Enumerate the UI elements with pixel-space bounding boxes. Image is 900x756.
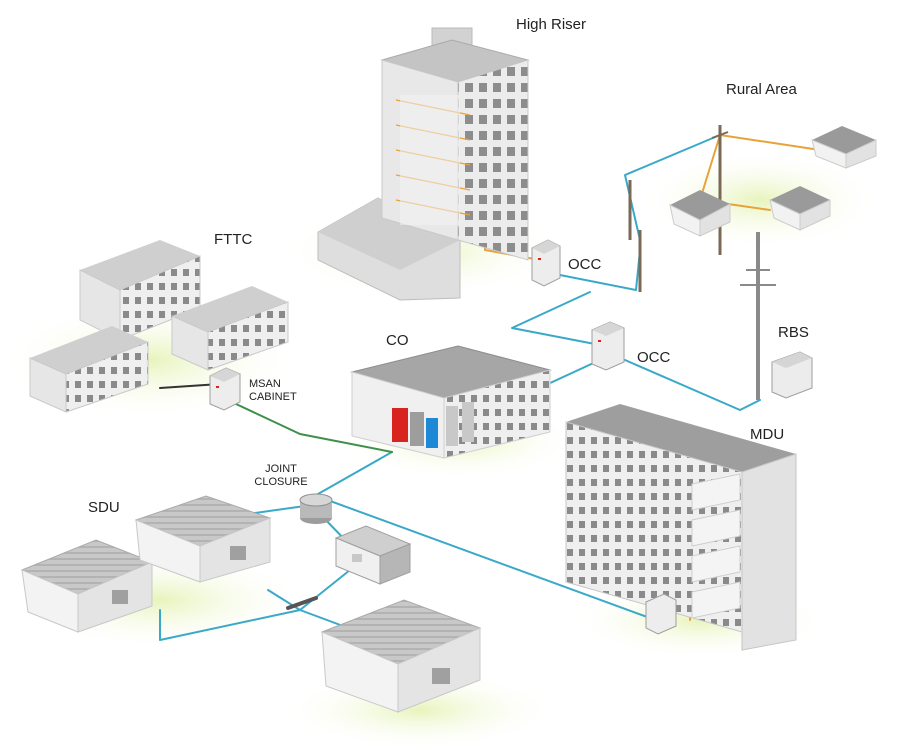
fttc-building-left xyxy=(29,326,149,413)
occ-top-cabinet xyxy=(531,239,561,287)
occ-mid-cabinet xyxy=(591,321,625,371)
fttc-building-back xyxy=(79,240,201,341)
inline-splice xyxy=(286,596,318,610)
label-fttc: FTTC xyxy=(214,231,253,248)
fttc-building-right xyxy=(171,286,289,371)
mdu-cabinet xyxy=(645,593,677,635)
co-blue-rack xyxy=(426,418,438,448)
sdu-houses xyxy=(20,495,482,713)
fiber-occ-mid-to-rbs xyxy=(624,359,761,411)
label-rbs: RBS xyxy=(778,324,809,341)
label-msan-cabinet: MSAN CABINET xyxy=(249,378,297,404)
label-mdu: MDU xyxy=(750,426,785,443)
label-msan-line1: MSAN xyxy=(249,378,281,390)
joint-closure xyxy=(299,493,333,524)
msan-cabinet xyxy=(209,367,241,411)
co-red-rack xyxy=(392,408,408,442)
co-building xyxy=(350,345,552,459)
fiber-pole-to-rural-pole xyxy=(624,134,721,241)
drop-pole-to-house-right xyxy=(719,134,821,151)
label-high-riser: High Riser xyxy=(516,16,587,33)
label-occ-top: OCC xyxy=(568,256,602,273)
sdu-house-2 xyxy=(134,495,272,583)
house-rural-2 xyxy=(769,186,831,231)
label-sdu: SDU xyxy=(88,499,120,516)
sdu-house-3 xyxy=(320,599,482,713)
fiber-joint-to-mdu xyxy=(321,497,651,619)
fiber-occ-mid-to-occ-top xyxy=(511,291,601,346)
label-co: CO xyxy=(386,332,409,349)
label-joint-closure: JOINT CLOSURE xyxy=(246,463,316,489)
rbs-tower xyxy=(740,232,813,400)
copper-co-to-msan xyxy=(235,403,393,453)
label-joint-line1: JOINT xyxy=(265,463,297,475)
high-riser-building xyxy=(317,27,530,301)
label-msan-line2: CABINET xyxy=(249,391,297,403)
label-joint-line2: CLOSURE xyxy=(254,476,308,488)
label-rural-area: Rural Area xyxy=(726,81,797,98)
fiber-co-to-occ-mid xyxy=(547,359,601,385)
house-rural-3 xyxy=(811,126,877,169)
fttc-buildings xyxy=(29,240,289,413)
rural-area xyxy=(628,125,877,292)
fiber-co-to-joint xyxy=(317,451,393,495)
mdu-building xyxy=(565,404,797,651)
fiber-splitter-to-sdu-left xyxy=(159,609,301,641)
house-rural-1 xyxy=(669,190,731,237)
splitter-box xyxy=(334,525,412,585)
label-occ-mid: OCC xyxy=(637,349,671,366)
fiber-cables xyxy=(159,94,821,641)
